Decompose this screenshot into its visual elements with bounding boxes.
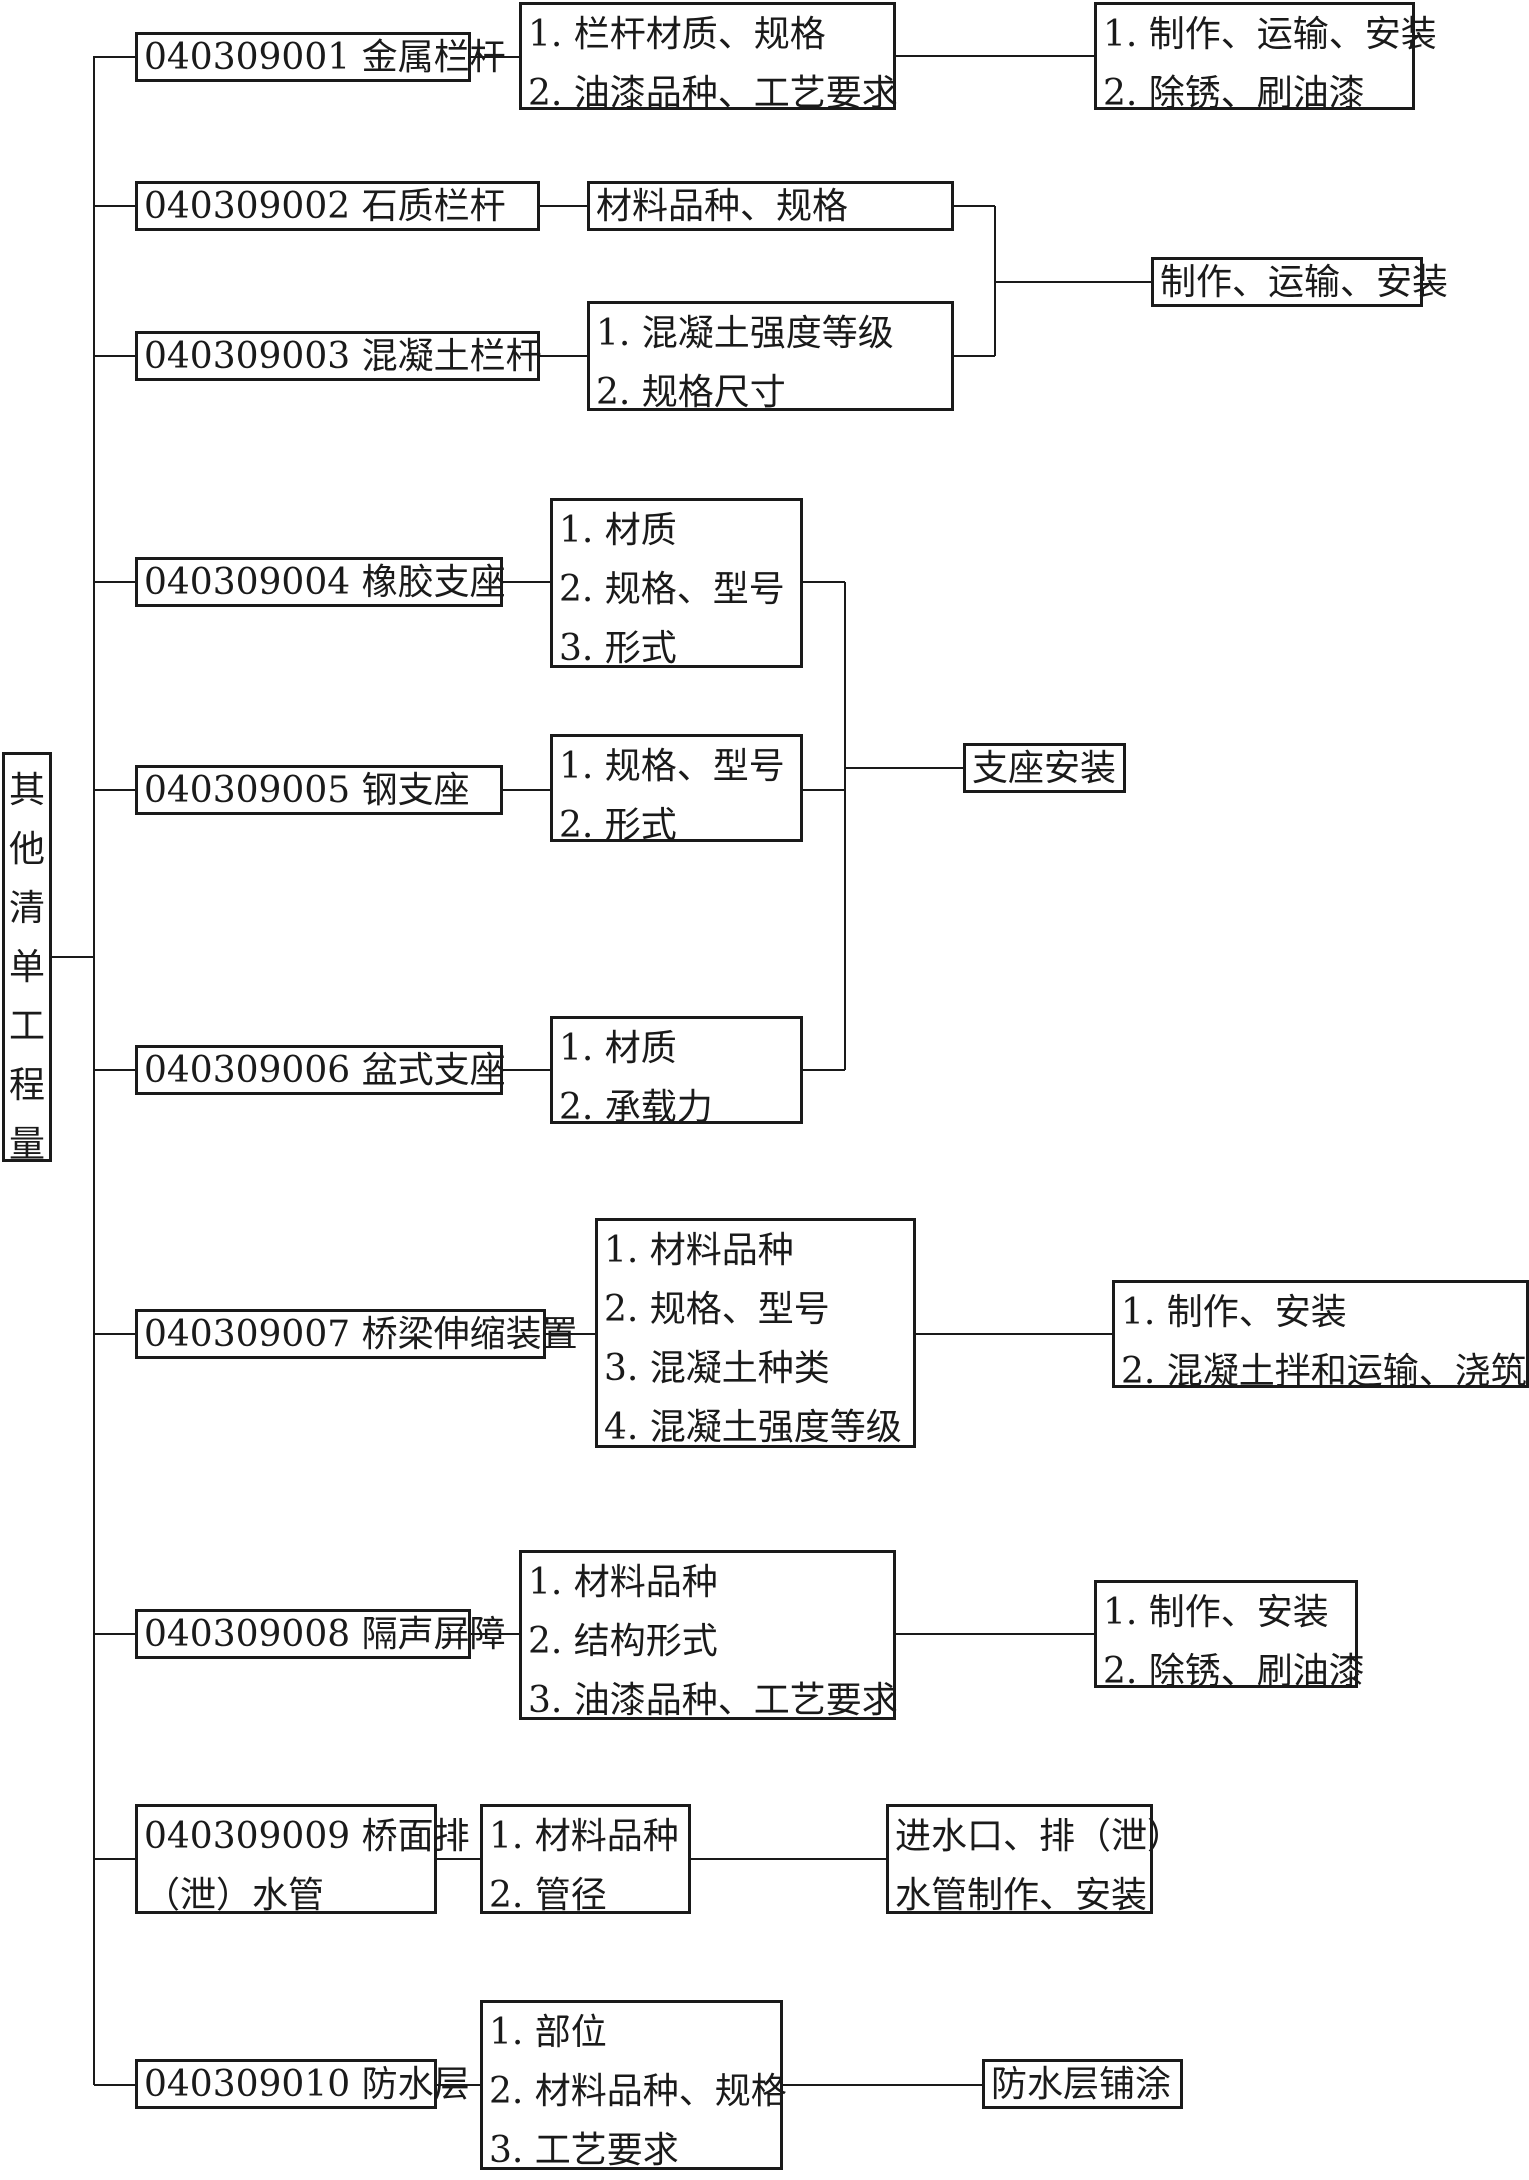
work-content-box-line: 1. 制作、安装 [1121,1292,1347,1333]
root-title-char: 清 [8,888,45,929]
shared-work-box-bearing-line: 支座安装 [972,748,1117,789]
item-code-box: 040309003 混凝土栏杆 [135,331,542,381]
item-code-box-line: 040309006 盆式支座 [144,1050,506,1091]
feature-box-line: 材料品种、规格 [596,186,849,227]
feature-box: 1. 材质 2. 承载力 [550,1016,803,1128]
feature-box-line: 1. 混凝土强度等级 [596,313,894,354]
feature-box-line: 2. 形式 [559,805,677,846]
feature-box: 1. 材料品种 2. 结构形式 3. 油漆品种、工艺要求 [519,1550,898,1721]
feature-box-line: 1. 材质 [559,510,677,551]
root-title-char: 他 [8,829,45,870]
feature-box-line: 3. 油漆品种、工艺要求 [528,1680,898,1721]
feature-box-line: 2. 管径 [489,1875,607,1916]
feature-box-line: 1. 栏杆材质、规格 [528,14,826,55]
feature-box-line: 2. 油漆品种、工艺要求 [528,73,898,114]
work-content-box-line: 2. 混凝土拌和运输、浇筑 [1121,1351,1527,1392]
feature-box-line: 4. 混凝土强度等级 [604,1407,902,1448]
feature-box: 1. 材质 2. 规格、型号 3. 形式 [550,498,803,669]
work-content-box-line: 2. 除锈、刷油漆 [1103,73,1365,114]
item-code-box-line: 040309001 金属栏杆 [144,37,506,78]
work-content-box-line: 防水层铺涂 [991,2064,1172,2105]
item-code-box-line: 040309002 石质栏杆 [144,186,506,227]
feature-box-line: 2. 结构形式 [528,1621,718,1662]
root-title-char: 程 [8,1065,45,1106]
item-code-box: 040309010 防水层 [135,2059,470,2109]
feature-box-line: 1. 规格、型号 [559,746,785,787]
item-code-box: 040309006 盆式支座 [135,1045,506,1095]
work-content-box: 防水层铺涂 [982,2059,1183,2109]
feature-box-line: 3. 工艺要求 [489,2130,679,2171]
feature-box-line: 3. 混凝土种类 [604,1348,830,1389]
feature-box-line: 1. 材质 [559,1028,677,1069]
shared-work-box-railing-line: 制作、运输、安装 [1160,262,1449,303]
feature-box-line: 1. 部位 [489,2012,607,2053]
feature-box-line: 2. 材料品种、规格 [489,2071,787,2112]
feature-box-line: 2. 承载力 [559,1087,713,1128]
item-code-box: 040309007 桥梁伸缩装置 [135,1309,578,1359]
root-title-char: 其 [8,770,45,811]
item-code-box-line: （泄）水管 [144,1875,325,1916]
work-content-box: 1. 制作、安装 2. 混凝土拌和运输、浇筑 [1112,1280,1529,1392]
feature-box: 1. 材料品种 2. 规格、型号 3. 混凝土种类 4. 混凝土强度等级 [595,1218,916,1448]
feature-box-line: 2. 规格、型号 [559,569,785,610]
item-code-box-line: 040309009 桥面排 [144,1816,470,1857]
feature-box-line: 1. 材料品种 [528,1562,718,1603]
work-content-box-line: 进水口、排（泄） [895,1816,1184,1857]
feature-box: 1. 材料品种 2. 管径 [480,1804,691,1916]
root-title-char: 量 [8,1124,45,1165]
item-code-box-line: 040309005 钢支座 [144,770,470,811]
feature-box: 1. 规格、型号 2. 形式 [550,734,803,846]
feature-box: 1. 栏杆材质、规格 2. 油漆品种、工艺要求 [519,2,898,114]
item-code-box-line: 040309008 隔声屏障 [144,1614,506,1655]
work-content-box: 1. 制作、运输、安装 2. 除锈、刷油漆 [1094,2,1437,114]
work-content-box: 进水口、排（泄） 水管制作、安装 [886,1804,1184,1916]
shared-work-box-railing: 制作、运输、安装 [1151,257,1448,307]
feature-box-line: 1. 材料品种 [489,1816,679,1857]
work-content-box-line: 2. 除锈、刷油漆 [1103,1651,1365,1692]
root-title-char: 单 [8,947,45,988]
item-code-box-line: 040309007 桥梁伸缩装置 [144,1314,578,1355]
feature-box-line: 2. 规格尺寸 [596,372,786,413]
item-code-box-line: 040309003 混凝土栏杆 [144,336,542,377]
feature-box-line: 1. 材料品种 [604,1230,794,1271]
feature-box-line: 3. 形式 [559,628,677,669]
root-title: 其他清单工程量 [2,752,52,1165]
item-code-box: 040309002 石质栏杆 [135,181,540,231]
item-code-box: 040309008 隔声屏障 [135,1609,506,1659]
item-code-box: 040309004 橡胶支座 [135,557,506,607]
root-title-char: 工 [8,1006,45,1047]
work-content-box-line: 1. 制作、运输、安装 [1103,14,1437,55]
item-code-box: 040309001 金属栏杆 [135,32,506,82]
work-content-box: 1. 制作、安装 2. 除锈、刷油漆 [1094,1580,1365,1692]
feature-box: 1. 部位 2. 材料品种、规格 3. 工艺要求 [480,2000,787,2171]
feature-box: 材料品种、规格 [587,181,954,231]
item-code-box: 040309009 桥面排 （泄）水管 [135,1804,470,1916]
work-content-box-line: 1. 制作、安装 [1103,1592,1329,1633]
work-content-box-line: 水管制作、安装 [895,1875,1148,1916]
feature-box: 1. 混凝土强度等级 2. 规格尺寸 [587,301,954,413]
feature-box-line: 2. 规格、型号 [604,1289,830,1330]
item-code-box-line: 040309010 防水层 [144,2064,470,2105]
item-code-box-line: 040309004 橡胶支座 [144,562,506,603]
shared-work-box-bearing: 支座安装 [963,743,1126,793]
item-code-box: 040309005 钢支座 [135,765,503,815]
